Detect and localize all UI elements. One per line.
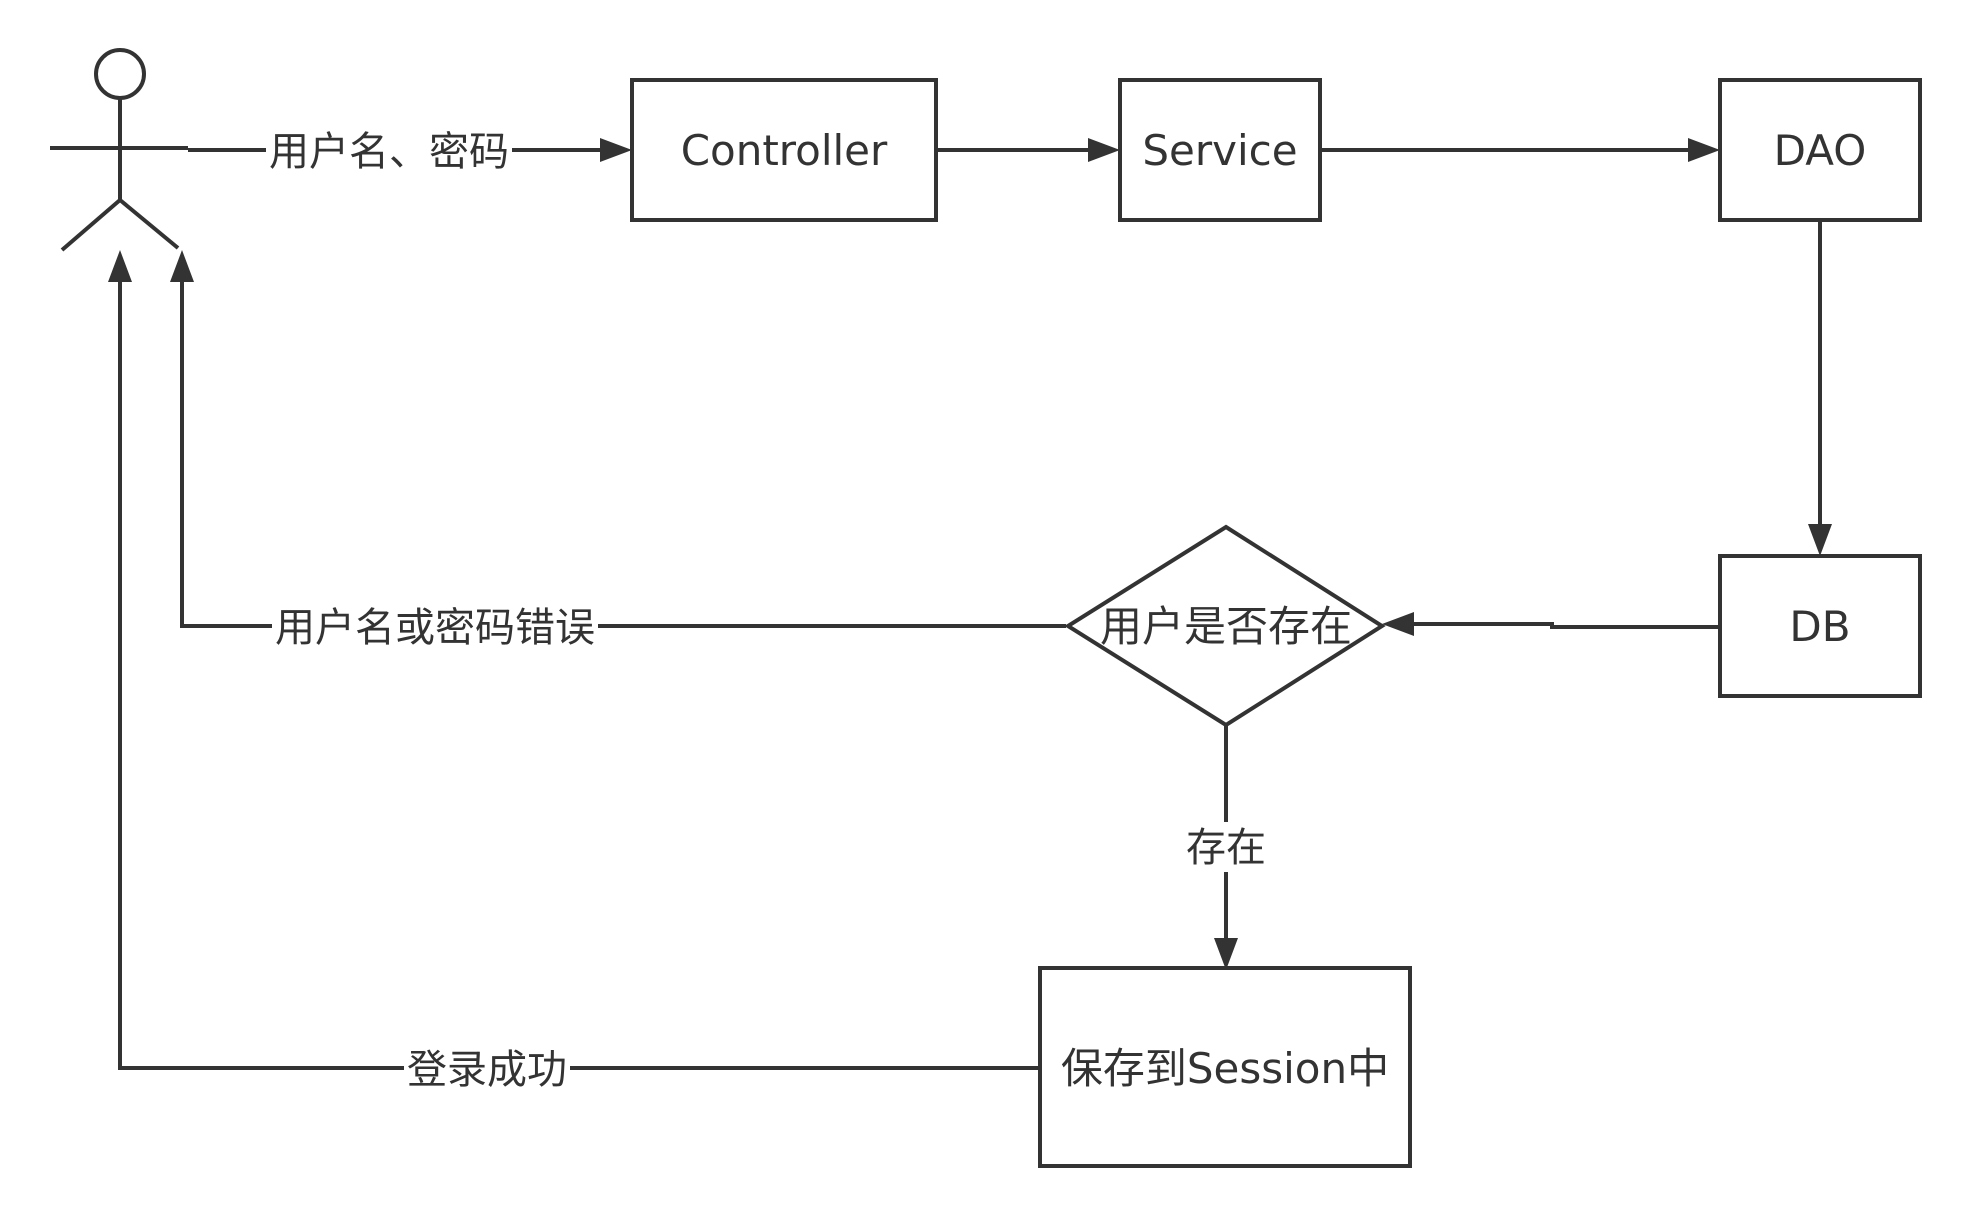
edge-service-to-dao — [1320, 138, 1720, 162]
arrowhead — [1382, 612, 1414, 636]
user-actor — [50, 48, 188, 252]
edge-label-credentials: 用户名、密码 — [269, 129, 509, 175]
arrowhead — [1088, 138, 1120, 162]
arrowhead — [1214, 938, 1238, 970]
edge-user-to-controller: 用户名、密码 — [188, 126, 632, 176]
edge-db-to-decision — [1382, 612, 1720, 636]
edge-label-success: 登录成功 — [407, 1047, 567, 1093]
node-decision: 用户是否存在 — [1064, 524, 1386, 728]
node-save-session-label: 保存到Session中 — [1061, 1044, 1389, 1093]
node-db-label: DB — [1789, 602, 1850, 651]
arrowhead — [108, 250, 132, 282]
edge-controller-to-service — [936, 138, 1120, 162]
node-dao: DAO — [1718, 78, 1922, 222]
edge-dao-to-db — [1808, 220, 1832, 556]
node-service: Service — [1118, 78, 1322, 222]
actor-head — [94, 48, 146, 100]
edge-label-exists: 存在 — [1186, 825, 1266, 871]
node-controller: Controller — [630, 78, 938, 222]
arrowhead — [1808, 524, 1832, 556]
node-dao-label: DAO — [1774, 126, 1867, 175]
arrowhead — [170, 250, 194, 282]
node-controller-label: Controller — [681, 126, 888, 175]
actor-right-leg — [118, 198, 180, 250]
edge-success-to-user: 登录成功 — [108, 250, 1040, 1094]
edge-error-to-user: 用户名或密码错误 — [170, 250, 1066, 652]
edge-exists-to-save: 存在 — [1180, 725, 1272, 970]
node-db: DB — [1718, 554, 1922, 698]
arrowhead — [1688, 138, 1720, 162]
node-save-session: 保存到Session中 — [1038, 966, 1412, 1168]
arrowhead — [600, 138, 632, 162]
actor-left-leg — [60, 198, 122, 252]
node-service-label: Service — [1142, 126, 1297, 175]
node-decision-label: 用户是否存在 — [1100, 602, 1352, 651]
edge-label-error: 用户名或密码错误 — [275, 605, 595, 651]
